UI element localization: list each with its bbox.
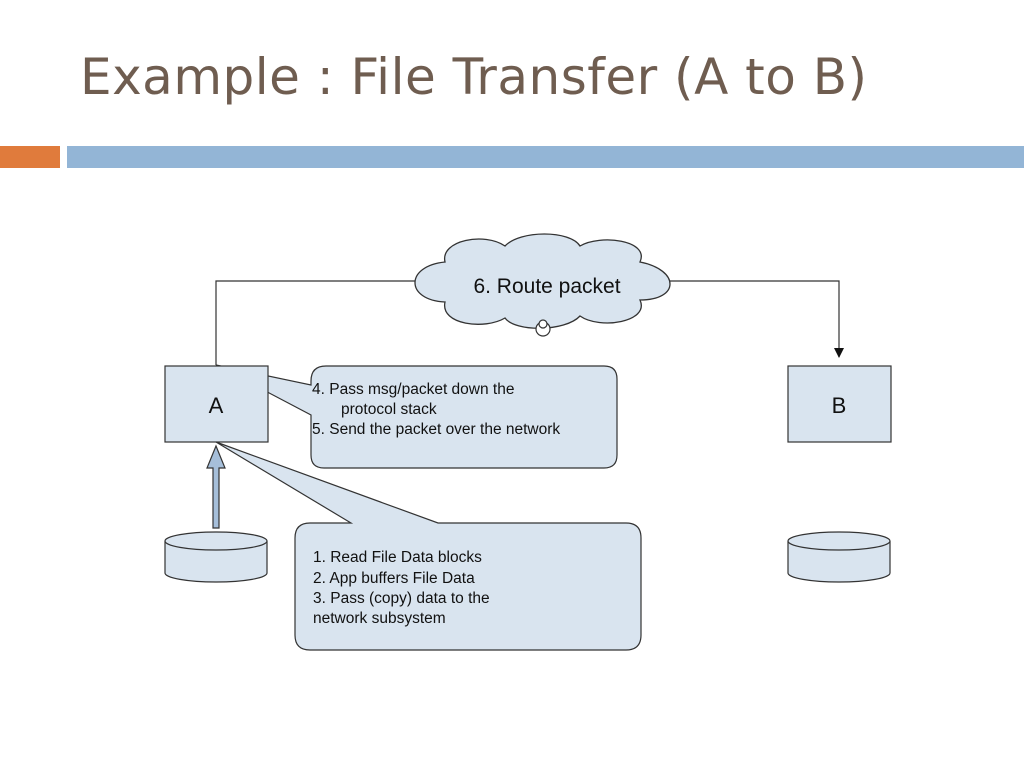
callout-network-line1: 4. Pass msg/packet down the — [312, 381, 514, 398]
callout-network-line3: 5. Send the packet over the network — [312, 421, 560, 438]
disk-a-icon — [164, 531, 268, 583]
router-icon — [535, 319, 551, 337]
disk-b-icon — [787, 531, 891, 583]
callout-network: 4. Pass msg/packet down the protocol sta… — [215, 364, 618, 469]
node-a: A — [164, 365, 269, 443]
upload-arrow-icon — [206, 444, 226, 529]
cloud-label: 6. Route packet — [473, 275, 620, 298]
callout-app-item2: 2. App buffers File Data — [313, 570, 475, 587]
network-cloud: 6. Route packet — [414, 233, 671, 329]
node-a-label: A — [209, 393, 224, 418]
accent-bar-orange — [0, 146, 60, 168]
callout-app-item4: network subsystem — [313, 610, 446, 627]
callout-app-item1: 1. Read File Data blocks — [313, 549, 482, 566]
accent-bar-blue — [67, 146, 1024, 168]
callout-app-item3: 3. Pass (copy) data to the — [313, 590, 490, 607]
node-b: B — [787, 365, 892, 443]
slide-title: Example : File Transfer (A to B) — [80, 48, 868, 106]
callout-app: 1. Read File Data blocks 2. App buffers … — [215, 441, 642, 651]
node-b-label: B — [832, 393, 847, 418]
callout-network-line2: protocol stack — [341, 401, 437, 418]
route-connector-line — [215, 280, 844, 365]
